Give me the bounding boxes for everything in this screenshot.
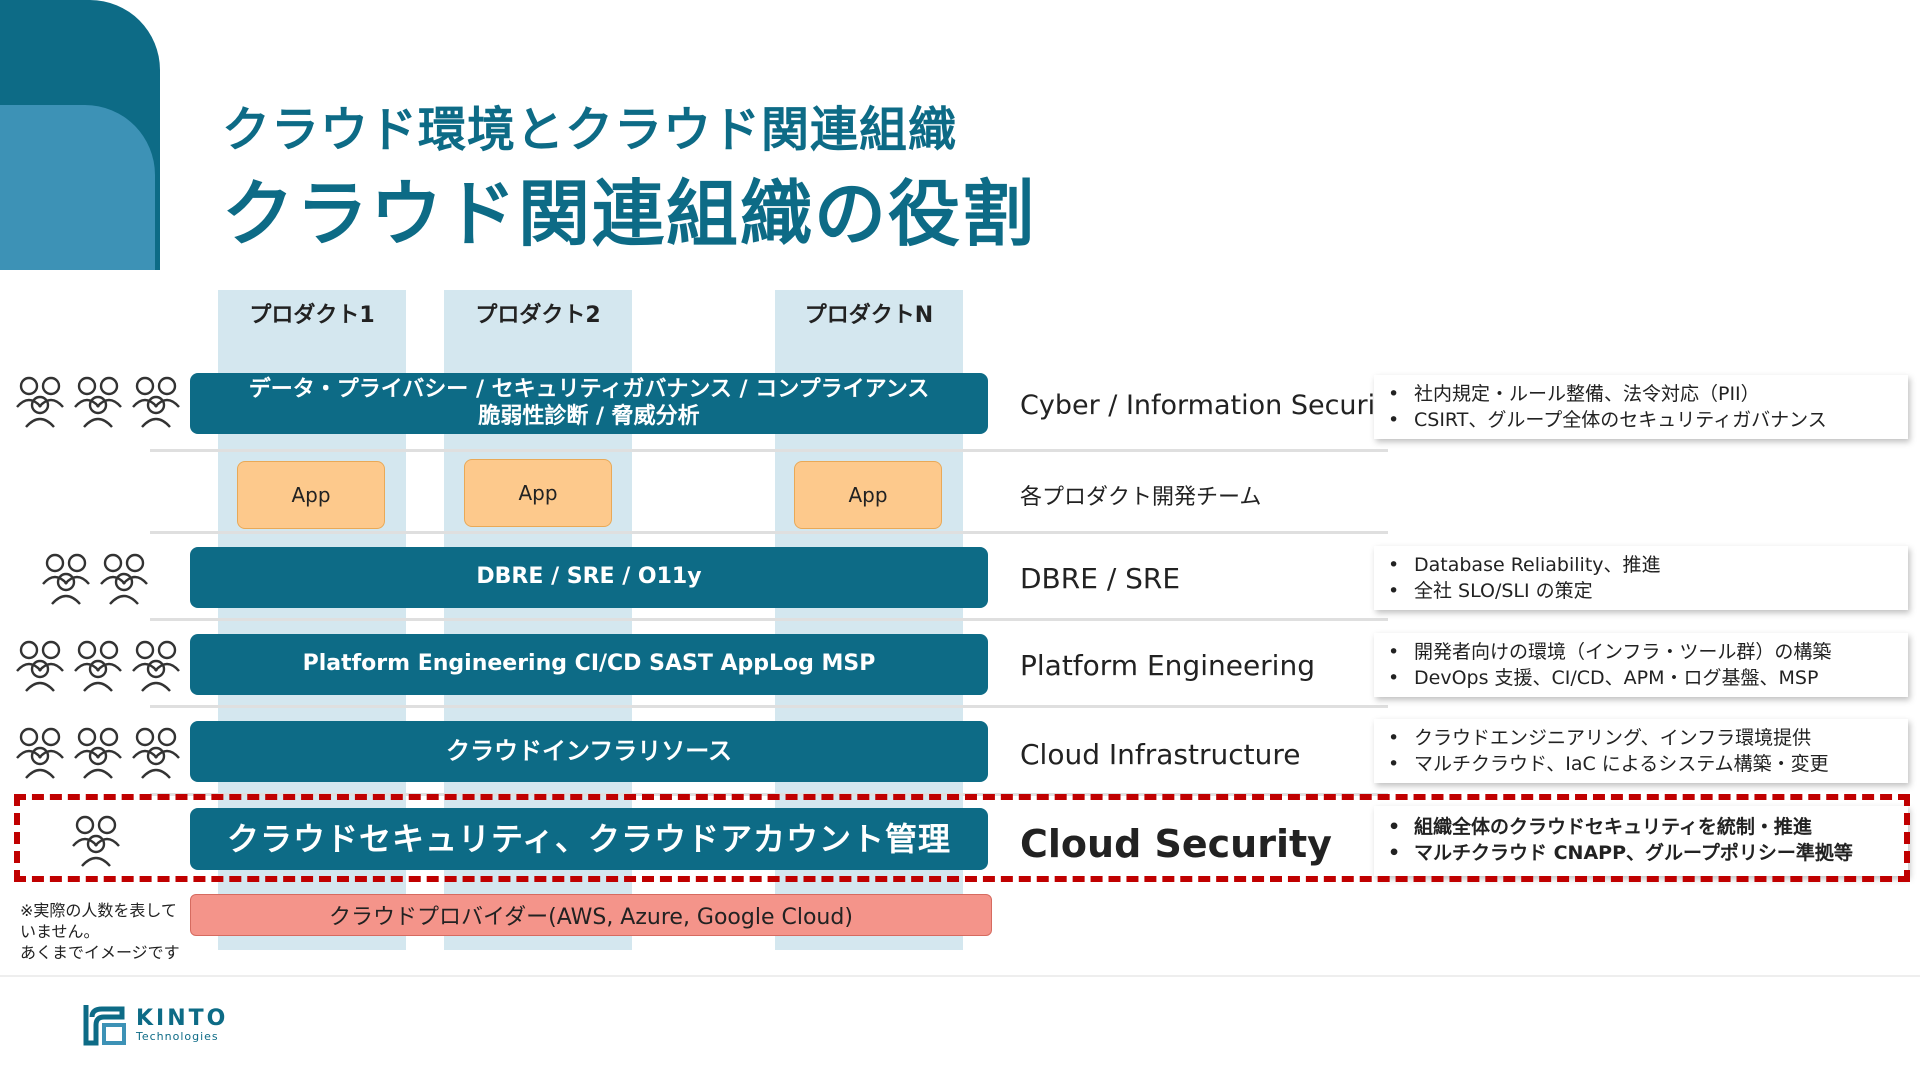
people-icon <box>42 553 90 605</box>
people-icon <box>16 640 64 692</box>
description-item: 開発者向けの環境（インフラ・ツール群）の構築 <box>1388 639 1898 665</box>
people-group <box>70 812 122 868</box>
people-icon <box>132 727 180 779</box>
people-icon <box>132 640 180 692</box>
description-box-cyber: 社内規定・ルール整備、法令対応（PII） CSIRT、グループ全体のセキュリティ… <box>1374 375 1908 439</box>
cloud-security-highlight-frame <box>14 794 1910 882</box>
layer-label-cyber: Cyber / Information Security <box>1020 390 1402 421</box>
footer <box>0 975 1920 1082</box>
product-column-header: プロダクト2 <box>475 303 601 328</box>
description-item: 組織全体のクラウドセキュリティを統制・推進 <box>1388 814 1898 840</box>
description-item: 全社 SLO/SLI の策定 <box>1388 578 1898 604</box>
row-separator <box>150 705 1388 708</box>
security-governance-bar: データ・プライバシー / セキュリティガバナンス / コンプライアンス 脆弱性診… <box>190 373 988 434</box>
app-box: App <box>237 461 385 529</box>
description-box-dbre: Database Reliability、推進 全社 SLO/SLI の策定 <box>1374 546 1908 610</box>
people-icon <box>100 553 148 605</box>
layer-label-infra: Cloud Infrastructure <box>1020 738 1301 771</box>
description-item: Database Reliability、推進 <box>1388 552 1898 578</box>
security-bar-line1: データ・プライバシー / セキュリティガバナンス / コンプライアンス <box>248 377 930 403</box>
company-logo: KINTO Technologies <box>82 1003 228 1047</box>
people-group <box>14 724 182 780</box>
kinto-logo-icon <box>83 1005 126 1046</box>
layer-label-platform: Platform Engineering <box>1020 649 1315 682</box>
people-icon <box>74 376 122 428</box>
description-box-infra: クラウドエンジニアリング、インフラ環境提供 マルチクラウド、IaC によるシステ… <box>1374 719 1908 783</box>
dbre-sre-bar: DBRE / SRE / O11y <box>190 547 988 608</box>
people-icon <box>16 727 64 779</box>
description-item: クラウドエンジニアリング、インフラ環境提供 <box>1388 725 1898 751</box>
row-separator <box>150 531 1388 534</box>
people-group <box>40 550 150 606</box>
logo-subtitle: Technologies <box>136 1029 219 1043</box>
corner-decoration-light <box>0 105 155 270</box>
people-group <box>14 637 182 693</box>
layer-label-cloudsec: Cloud Security <box>1020 822 1332 866</box>
people-icon <box>72 815 120 867</box>
slide-subtitle: クラウド環境とクラウド関連組織 <box>222 102 958 158</box>
people-group <box>14 373 182 429</box>
description-item: DevOps 支援、CI/CD、APM・ログ基盤、MSP <box>1388 665 1898 691</box>
people-icon <box>132 376 180 428</box>
layer-label-product-team: 各プロダクト開発チーム <box>1020 485 1262 510</box>
people-icon <box>74 727 122 779</box>
row-separator <box>150 449 1388 452</box>
cloud-provider-bar: クラウドプロバイダー(AWS, Azure, Google Cloud) <box>190 894 992 936</box>
description-item: CSIRT、グループ全体のセキュリティガバナンス <box>1388 407 1898 433</box>
logo-name: KINTO <box>136 1005 229 1031</box>
app-box: App <box>464 459 612 527</box>
disclaimer-note: ※実際の人数を表して いません。 あくまでイメージです <box>20 901 180 962</box>
security-bar-line2: 脆弱性診断 / 脅威分析 <box>478 403 700 429</box>
description-item: マルチクラウド、IaC によるシステム構築・変更 <box>1388 751 1898 777</box>
layer-label-dbre: DBRE / SRE <box>1020 562 1181 595</box>
product-column-header: プロダクト1 <box>249 303 375 328</box>
description-box-cloudsec: 組織全体のクラウドセキュリティを統制・推進 マルチクラウド CNAPP、グループ… <box>1374 806 1908 876</box>
description-item: マルチクラウド CNAPP、グループポリシー準拠等 <box>1388 840 1898 866</box>
description-box-platform: 開発者向けの環境（インフラ・ツール群）の構築 DevOps 支援、CI/CD、A… <box>1374 633 1908 697</box>
app-box: App <box>794 461 942 529</box>
cloud-security-bar: クラウドセキュリティ、クラウドアカウント管理 <box>190 808 988 870</box>
product-column-header: プロダクトN <box>804 303 934 328</box>
people-icon <box>16 376 64 428</box>
description-item: 社内規定・ルール整備、法令対応（PII） <box>1388 381 1898 407</box>
cloud-infrastructure-bar: クラウドインフラリソース <box>190 721 988 782</box>
slide-title: クラウド関連組織の役割 <box>222 172 1037 256</box>
row-separator <box>150 618 1388 621</box>
platform-engineering-bar: Platform Engineering CI/CD SAST AppLog M… <box>190 634 988 695</box>
people-icon <box>74 640 122 692</box>
